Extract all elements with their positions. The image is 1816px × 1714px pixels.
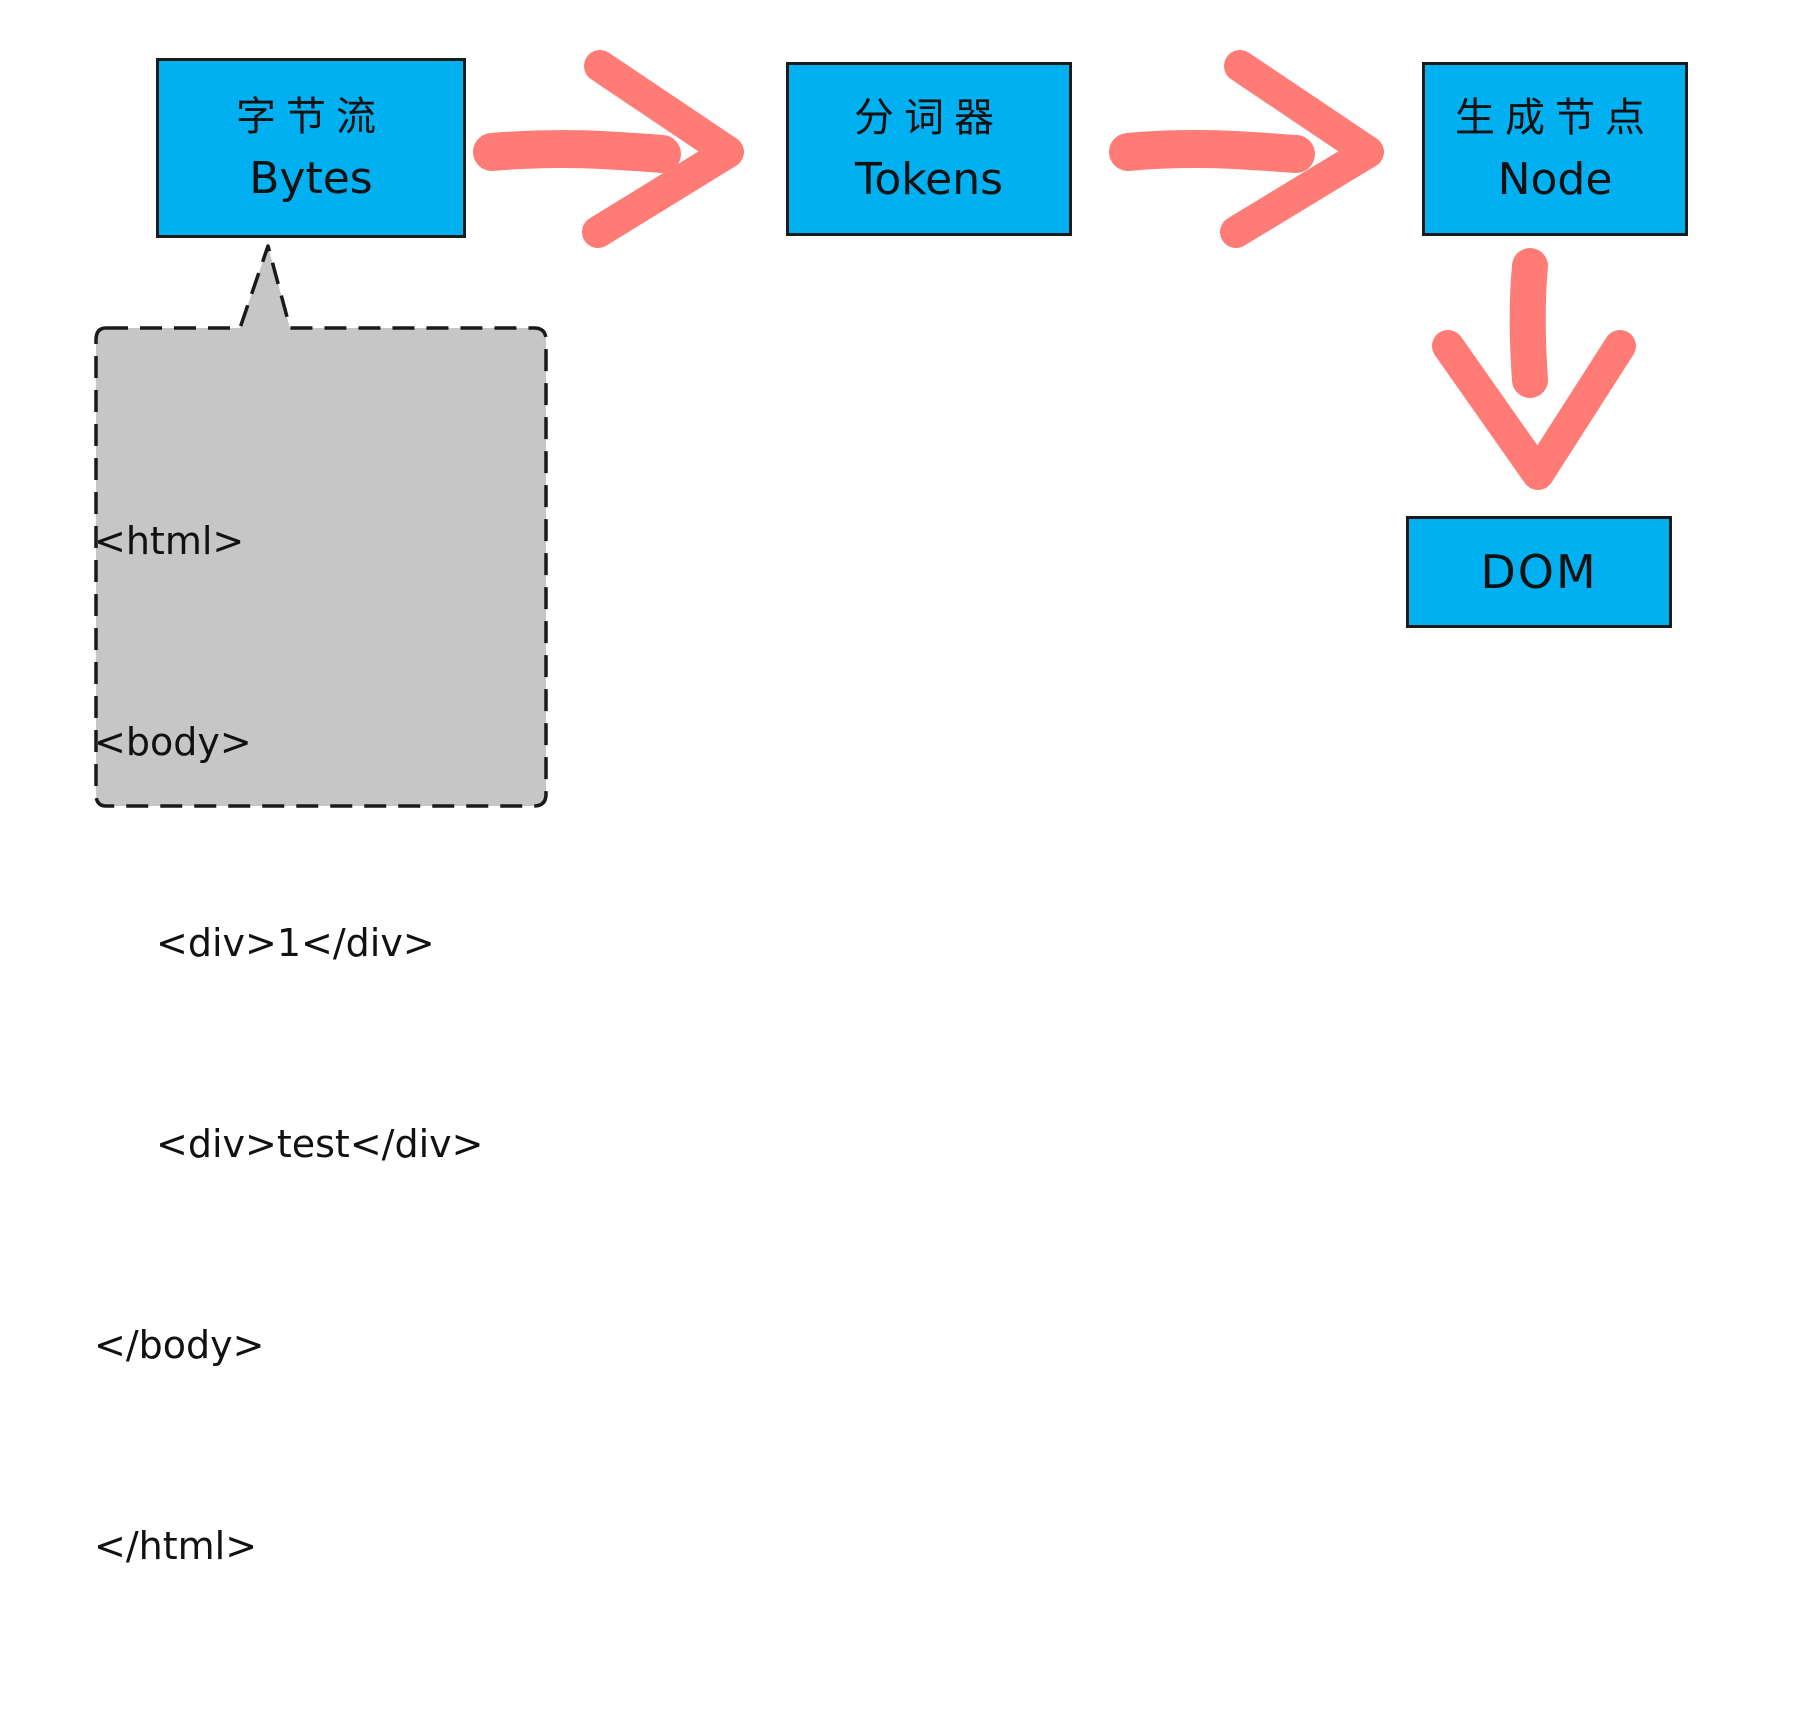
stage-label-zh: 字节流 (236, 93, 386, 140)
stage-box-tokens: 分词器 Tokens (786, 62, 1072, 236)
arrow-node-to-dom (1432, 248, 1636, 490)
code-callout-bubble (94, 244, 548, 808)
diagram-graphics (94, 50, 1636, 808)
dom-label: DOM (1480, 545, 1598, 599)
stage-box-bytes: 字节流 Bytes (156, 58, 466, 238)
code-line: <html> (94, 519, 245, 563)
code-line: <div>test</div> (156, 1122, 484, 1166)
stage-box-dom: DOM (1406, 516, 1672, 628)
code-callout-text: <html> <body> <div>1</div> <div>test</di… (94, 374, 483, 1714)
code-line: <div>1</div> (156, 921, 435, 965)
stage-box-node: 生成节点 Node (1422, 62, 1688, 236)
code-line: </body> (94, 1323, 265, 1367)
arrow-tokens-to-node (1109, 50, 1384, 248)
arrow-bytes-to-tokens (473, 50, 744, 248)
code-line: <body> (94, 720, 252, 764)
stage-label-en: Tokens (854, 153, 1004, 205)
stage-label-zh: 生成节点 (1455, 94, 1655, 141)
code-line: </html> (94, 1524, 258, 1568)
diagram-canvas: 字节流 Bytes 分词器 Tokens 生成节点 Node DOM <html… (94, 50, 1688, 1568)
stage-label-en: Node (1497, 153, 1613, 205)
stage-label-zh: 分词器 (854, 94, 1004, 141)
stage-label-en: Bytes (249, 152, 373, 204)
